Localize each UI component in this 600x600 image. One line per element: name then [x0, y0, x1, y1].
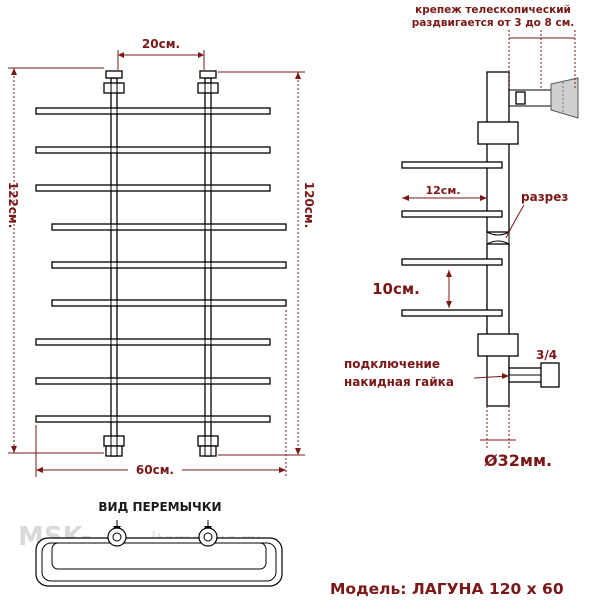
side-bar-4 — [401, 309, 503, 317]
model-caption: Модель: ЛАГУНА 120 х 60 — [330, 580, 564, 598]
right-height-label: 120см. — [302, 182, 316, 229]
top-right-fitting — [199, 70, 217, 79]
bottom-left-nut — [103, 435, 125, 447]
mount-label-line2: раздвигается от 3 до 8 см. — [412, 17, 575, 29]
side-view: крепеж телескопический раздвигается от 3… — [344, 4, 579, 470]
bar-length-label: 12см. — [426, 184, 461, 197]
top-right-nut — [197, 82, 219, 94]
top-left-fitting — [105, 70, 123, 79]
bottom-left-fitting — [105, 445, 123, 457]
side-bar-3 — [401, 258, 503, 266]
bottom-right-nut — [197, 435, 219, 447]
bar-9 — [35, 415, 271, 423]
connection-nut — [540, 362, 560, 388]
connection-label-line1: подключение — [344, 357, 440, 371]
jumper-view: MSK- ltemativa.ru ВИД ПЕРЕМЫЧКИ — [18, 500, 283, 587]
side-tube-upper — [486, 71, 510, 233]
jumper-view-label: ВИД ПЕРЕМЫЧКИ — [98, 500, 221, 514]
bar-8 — [35, 377, 271, 385]
upper-bracket — [477, 121, 519, 145]
top-spacing-label: 20см. — [142, 37, 180, 51]
side-tube-lower — [486, 243, 510, 407]
bar-6 — [51, 299, 287, 307]
mount-label-line1: крепеж телескопический — [415, 4, 571, 16]
diameter-label: Ø32мм. — [484, 451, 552, 470]
cut-leader — [505, 204, 525, 239]
bar-4 — [51, 223, 287, 231]
bar-3 — [35, 184, 271, 192]
connection-label-line2: накидная гайка — [344, 375, 454, 389]
lower-bracket — [477, 333, 519, 357]
bar-gap-label: 10см. — [372, 280, 420, 298]
top-left-nut — [103, 82, 125, 94]
bar-5 — [51, 261, 287, 269]
bar-2 — [35, 146, 271, 154]
cut-label: разрез — [521, 190, 568, 204]
bar-7 — [35, 338, 271, 346]
side-bar-2 — [401, 210, 503, 218]
bottom-right-fitting — [199, 445, 217, 457]
side-bar-1 — [401, 161, 503, 169]
left-height-label: 122см. — [6, 182, 20, 229]
wall-anchor — [550, 77, 579, 119]
bar-1 — [35, 107, 271, 115]
bottom-width-label: 60см. — [136, 463, 174, 477]
front-view: 20см. 122см. 120см. 60см. — [6, 37, 316, 477]
thread-label: 3/4 — [536, 348, 557, 362]
